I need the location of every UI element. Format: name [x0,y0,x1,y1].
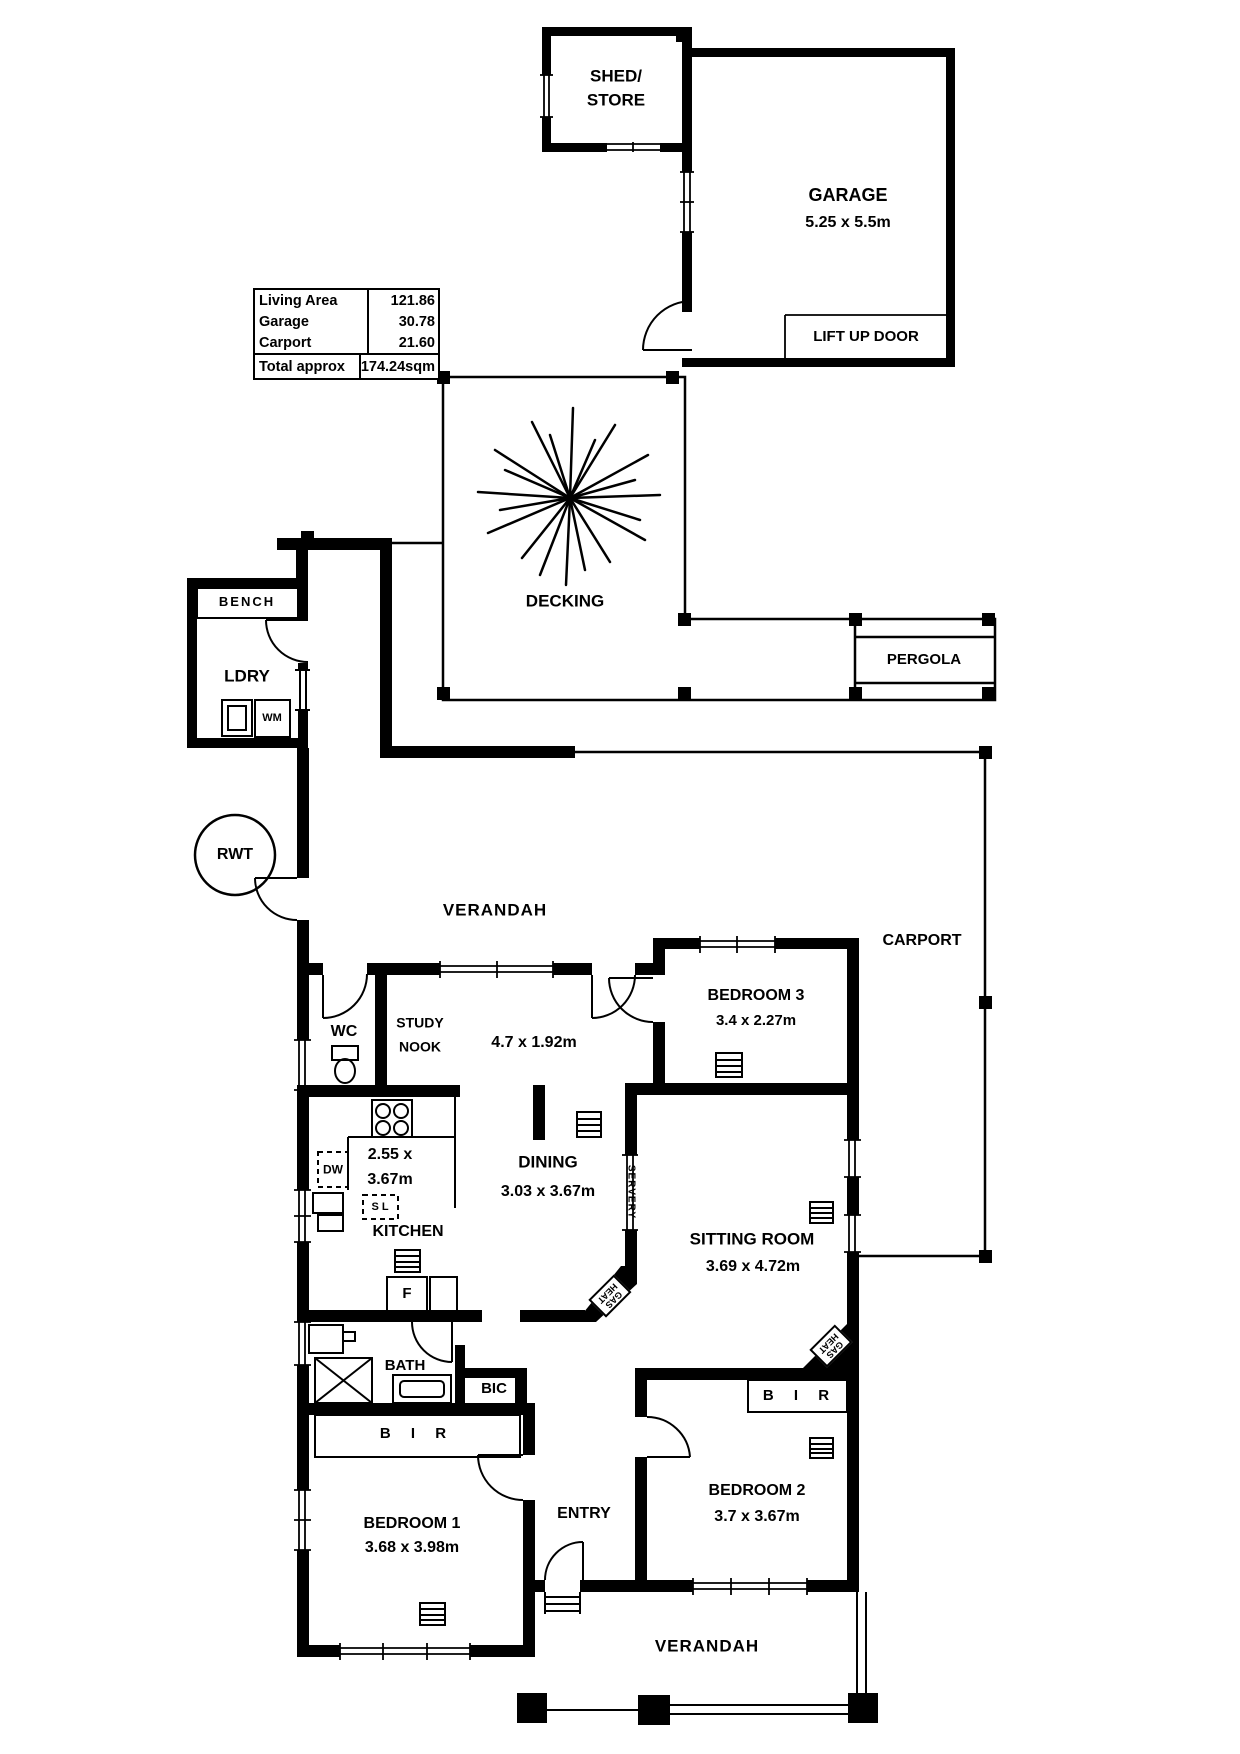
laundry-fixtures [196,587,310,921]
house-walls [297,938,859,1657]
room-label-wc: WC [330,1023,358,1041]
total-label: Total approx [255,355,361,378]
area-value: 121.86 [390,292,435,309]
total-value: 174.24sqm [360,358,435,375]
kitchen-fixtures [312,1097,458,1312]
room-label-verandah-bottom: VERANDAH [654,1636,760,1656]
room-label-shed-line1: SHED/ [590,66,642,86]
room-label-entry: ENTRY [557,1505,611,1523]
table-row: Living Area 121.86 [255,290,438,311]
room-label-nook: NOOK [399,1038,441,1055]
label-fridge: F [402,1284,412,1302]
wall-vent-icons [394,1052,834,1626]
room-label-shed-line2: STORE [586,90,646,110]
label-bir-bedroom1: B I R [379,1424,455,1442]
room-label-verandah-top: VERANDAH [442,900,548,920]
dim-label-bedroom1: 3.68 x 3.98m [364,1539,460,1557]
dim-label-sitting: 3.69 x 4.72m [705,1258,801,1276]
rainwater-tank-symbol [193,813,277,897]
deck-posts [301,371,995,1263]
label-dishwasher: DW [323,1162,343,1177]
label-bir-bedroom2: B I R [762,1386,838,1404]
table-row: Carport 21.60 [255,332,438,353]
area-label: Carport [255,332,369,353]
label-rainwater-tank: RWT [216,846,254,864]
room-label-pergola: PERGOLA [886,650,962,668]
dim-label-bedroom3: 3.4 x 2.27m [715,1011,797,1029]
table-row: Garage 30.78 [255,311,438,332]
shed-garage-windows [540,74,946,358]
dim-label-study-nook: 4.7 x 1.92m [491,1034,577,1052]
room-label-laundry: LDRY [224,666,270,686]
front-verandah [544,1592,867,1715]
wc-toilet-icon [331,1045,359,1084]
carport-outline [575,750,988,1258]
dim-label-bedroom2: 3.7 x 3.67m [714,1508,800,1526]
room-label-garage: GARAGE [808,185,888,206]
dim-label-kitchen-line2: 3.67m [367,1171,413,1189]
area-table: Living Area 121.86 Garage 30.78 Carport … [253,288,440,380]
room-label-carport: CARPORT [882,932,962,950]
label-bench: BENCH [218,593,276,609]
dim-label-dining: 3.03 x 3.67m [500,1183,596,1201]
front-verandah-posts [517,1693,878,1725]
area-label: Living Area [255,290,369,311]
label-servery: SERVERY [625,1164,637,1220]
room-label-dining: DINING [518,1152,578,1172]
laundry-walls [187,538,575,963]
area-value: 21.60 [398,334,435,351]
bath-fixtures [308,1324,452,1404]
label-bic: BIC [481,1379,507,1397]
table-total-row: Total approx 174.24sqm [255,353,438,378]
room-label-sitting: SITTING ROOM [689,1229,815,1249]
room-label-decking: DECKING [525,591,605,611]
dim-label-kitchen-line1: 2.55 x [367,1146,413,1164]
room-label-kitchen: KITCHEN [372,1223,444,1241]
room-label-study: STUDY [396,1014,444,1031]
dim-label-garage: 5.25 x 5.5m [805,214,891,232]
area-label: Garage [255,311,369,332]
closet-outlines [314,1379,848,1458]
room-label-bath: BATH [384,1356,426,1374]
label-sink: S L [371,1200,389,1213]
plant-icon [476,406,662,587]
area-value: 30.78 [398,313,435,330]
room-label-bedroom3: BEDROOM 3 [707,987,805,1005]
room-label-bedroom1: BEDROOM 1 [363,1515,461,1533]
house-windows [294,936,861,1660]
door-arcs [322,973,691,1581]
label-lift-up-door: LIFT UP DOOR [813,327,919,345]
shed-garage-walls [542,27,955,367]
label-washing-machine: WM [262,711,282,724]
room-label-bedroom2: BEDROOM 2 [708,1482,806,1500]
garage-door-arc [642,300,693,351]
